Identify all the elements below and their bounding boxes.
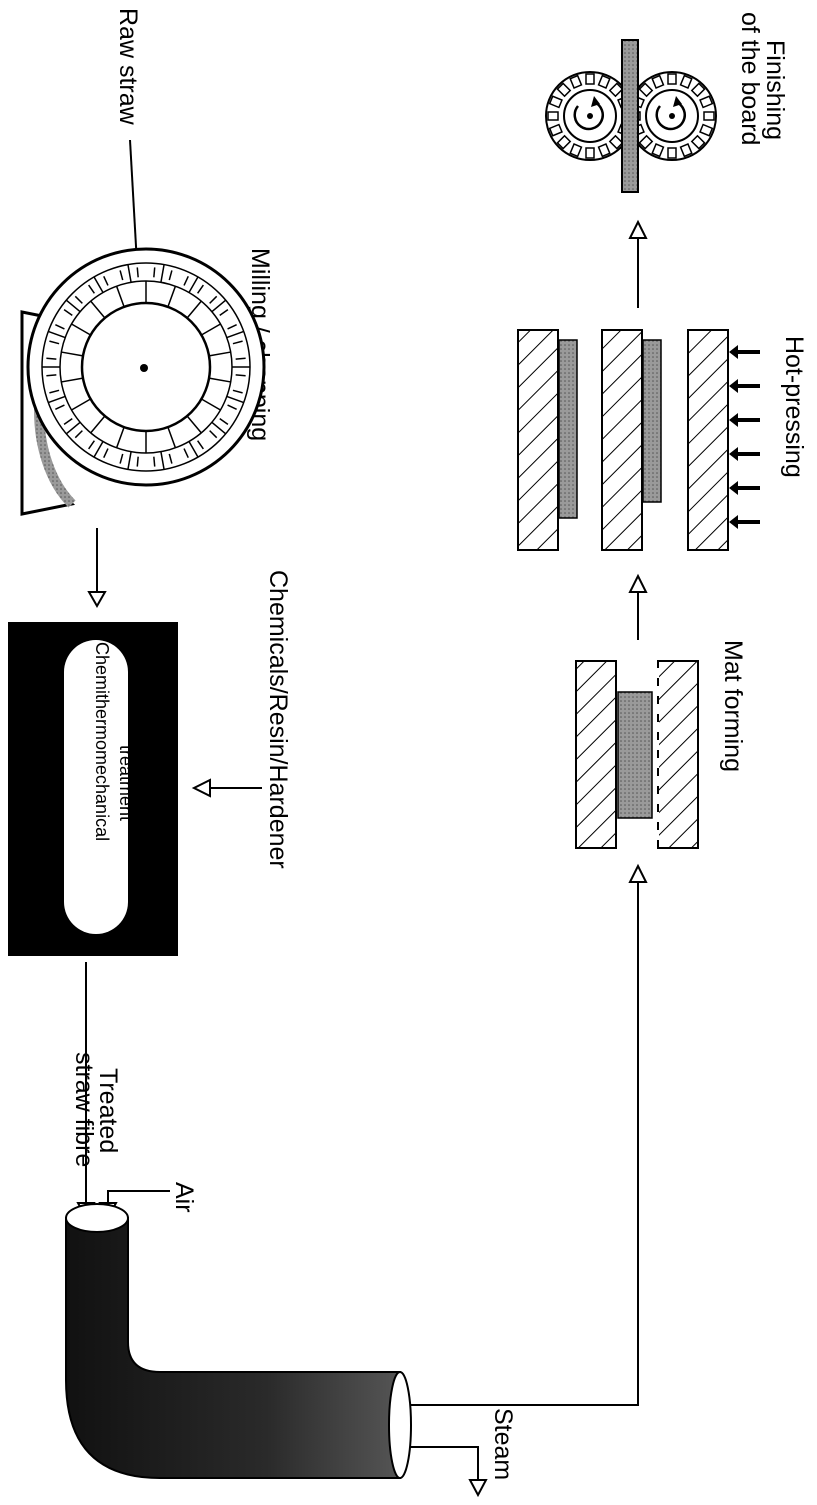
air-label: Air (170, 1182, 198, 1213)
hot-press-icon (517, 329, 760, 551)
treatment-label-line2: treatment (116, 745, 136, 821)
mat-forming-icon (575, 660, 699, 849)
treatment-label-line1: Chemithermomechanical (92, 642, 112, 841)
steam-label: Steam (489, 1408, 517, 1480)
roller-bottom (627, 71, 717, 161)
arrow-mat-to-press (628, 573, 648, 640)
finishing-rollers-icon (545, 39, 717, 193)
pressure-arrows (729, 345, 760, 529)
arrow-pipe-to-mat (410, 863, 648, 1406)
arrow-chemicals-to-treatment (191, 778, 262, 798)
finishing-label-line2: of the board (736, 12, 764, 145)
treatment-box (8, 622, 178, 956)
treated-label-line2: straw fibre (70, 1052, 98, 1167)
arrow-steam (410, 1446, 488, 1498)
treated-label-line1: Treated (94, 1068, 122, 1153)
raw-straw-label: Raw straw (114, 8, 142, 126)
elbow-pipe (65, 1203, 412, 1479)
finishing-label-line1: Finishing (761, 40, 789, 140)
arrow-mill-to-treatment (87, 528, 107, 609)
mill-icon (20, 247, 266, 516)
chemicals-label: Chemicals/Resin/Hardener (264, 570, 292, 869)
hot-pressing-label: Hot-pressing (780, 336, 808, 478)
mat-forming-label: Mat forming (719, 640, 747, 772)
roller-top (545, 71, 635, 161)
arrow-press-to-finish (628, 219, 648, 308)
